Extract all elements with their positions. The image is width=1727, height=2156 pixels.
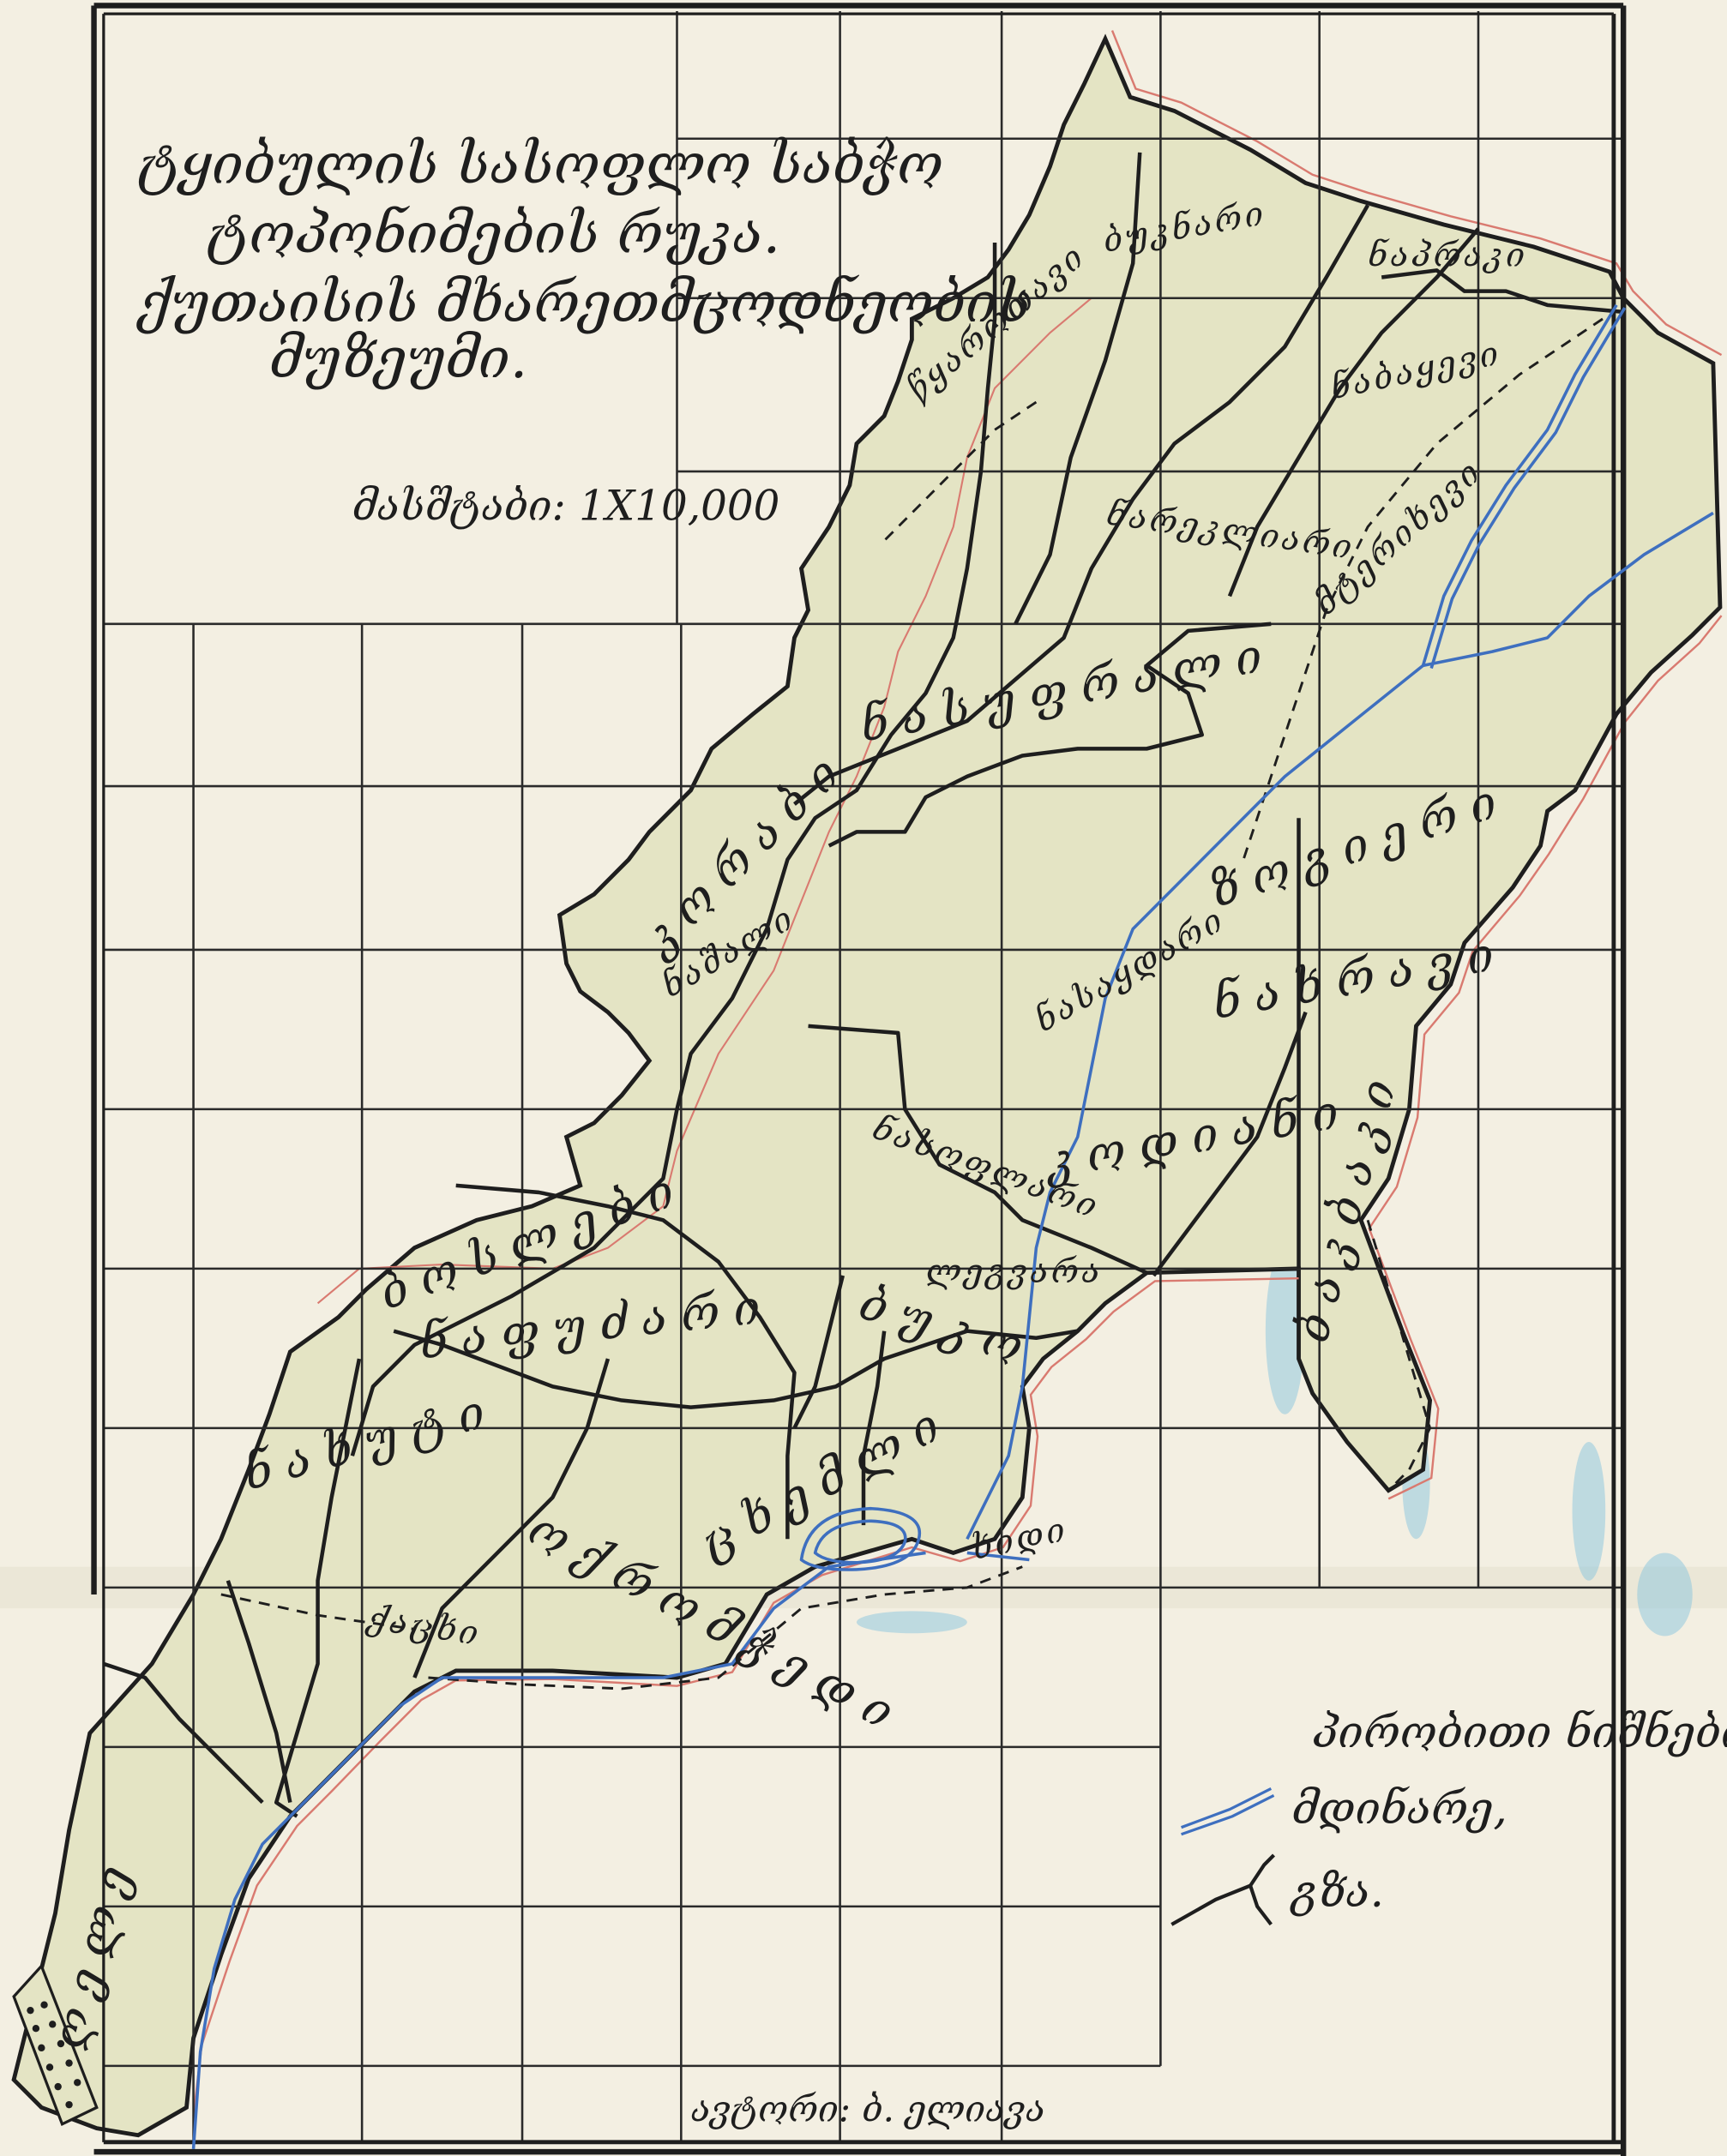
title-line-4: მუზეუმი.: [269, 327, 527, 391]
legend-river-label: მდინარე,: [1291, 1783, 1507, 1835]
title-line-1: ტყიბულის სასოფლო საბჭო: [138, 132, 943, 196]
land-border-red: [1110, 30, 1723, 357]
dotted-area: [12, 1963, 99, 2127]
road-fork-icon: [1170, 1853, 1276, 1926]
place-name: ლეგვარა: [926, 1252, 1103, 1291]
water-stains: [856, 1247, 1693, 1637]
title-block: ტყიბულის სასოფლო საბჭო ტოპონიმების რუკა.…: [136, 132, 1031, 530]
rivers: [191, 303, 1714, 2150]
land-border-red-3: [192, 1276, 1299, 2117]
legend-road-label: გზა.: [1289, 1866, 1384, 1918]
land-border-red-2: [1368, 615, 1723, 1500]
roads: [103, 152, 1624, 1818]
place-name: ნაპრაკი: [1368, 236, 1527, 274]
scale-label: მასშტაბი: 1X10,000: [352, 482, 779, 530]
legend-title: პირობითი ნიშნები:: [1313, 1707, 1727, 1758]
dashed-paths: [220, 317, 1604, 1691]
title-line-2: ტოპონიმების რუკა.: [208, 201, 780, 266]
river-line-icon: [1181, 1787, 1275, 1836]
legend: პირობითი ნიშნები: მდინარე, გზა.: [1170, 1707, 1727, 1926]
grid-lines: [103, 10, 1624, 2142]
map-frame: [91, 3, 1627, 2156]
title-line-3: ქუთაისის მხარეთმცოდნეობის: [136, 271, 1031, 335]
author-label: ავტორი: ბ. ელიავა: [691, 2087, 1045, 2129]
